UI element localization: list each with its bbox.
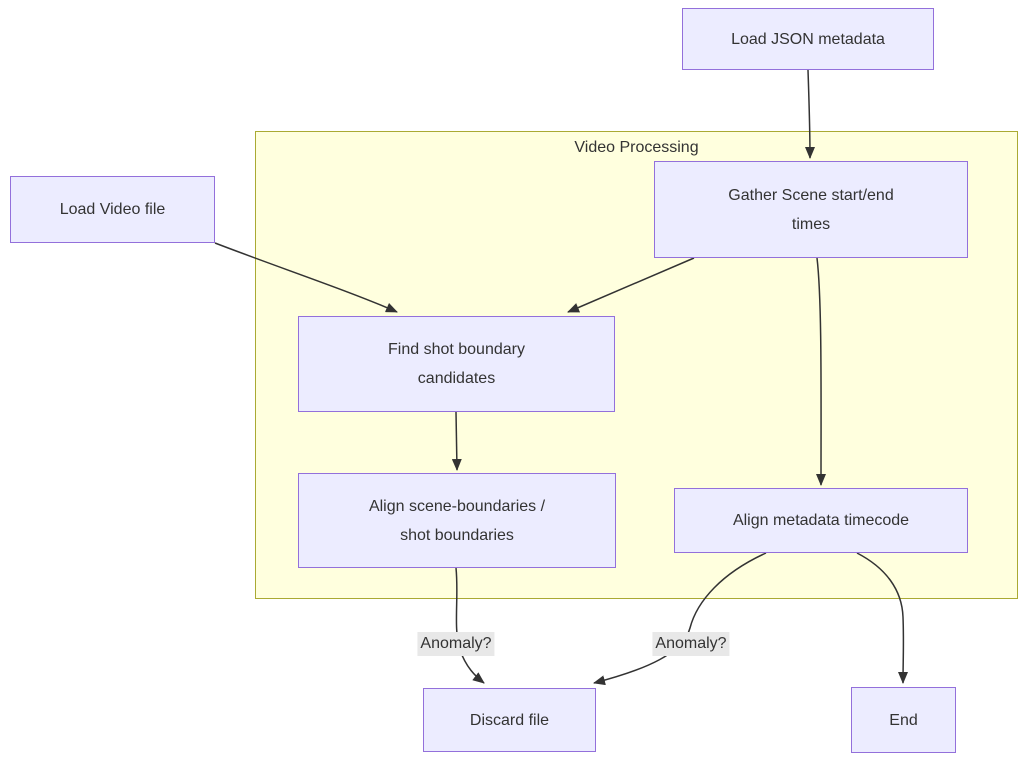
node-discard-file: Discard file — [423, 688, 596, 752]
node-label: Align metadata timecode — [732, 512, 910, 529]
node-find-shot-boundary-candidates: Find shot boundary candidates — [298, 316, 615, 412]
node-label: Discard file — [469, 711, 550, 729]
node-label: Gather Scene start/end times — [728, 186, 894, 233]
node-gather-scene-start-end-times: Gather Scene start/end times — [654, 161, 968, 258]
edge-label-anomaly-right: Anomaly? — [652, 632, 730, 656]
edge-gather-scene-to-find-shot — [567, 257, 695, 313]
edge-find-shot-to-align-scene — [451, 411, 462, 471]
node-label: Load JSON metadata — [731, 30, 885, 48]
node-label: Load Video file — [59, 201, 166, 218]
node-label: Align scene-boundaries / shot boundaries — [368, 497, 546, 544]
node-load-video-file: Load Video file — [10, 176, 215, 243]
node-align-scene-boundaries-shot-boundaries: Align scene-boundaries / shot boundaries — [298, 473, 616, 568]
edge-align-meta-to-end — [856, 552, 909, 684]
edge-load-video-to-find-shot — [214, 242, 398, 313]
edge-align-meta-to-discard — [593, 552, 767, 686]
subgraph-title: Video Processing — [574, 139, 699, 156]
node-label: End — [889, 711, 918, 729]
edge-load-json-to-gather-scene — [804, 69, 815, 159]
node-label: Find shot boundary candidates — [388, 341, 525, 387]
node-align-metadata-timecode: Align metadata timecode — [674, 488, 968, 553]
edge-align-scene-to-discard — [455, 567, 485, 684]
edge-label-anomaly-left: Anomaly? — [417, 632, 495, 656]
node-end: End — [851, 687, 956, 753]
node-load-json-metadata: Load JSON metadata — [682, 8, 934, 70]
edge-gather-scene-to-align-meta — [816, 257, 827, 486]
